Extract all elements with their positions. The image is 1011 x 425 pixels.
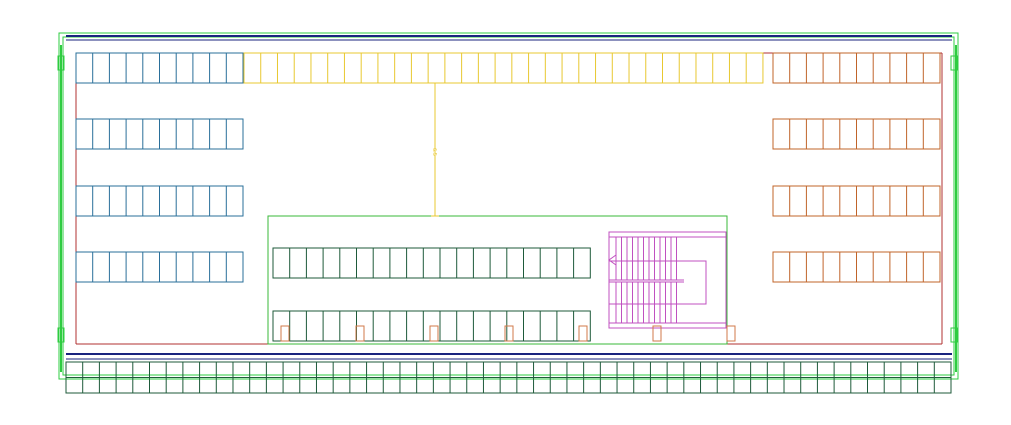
right-row-2: [772, 118, 941, 150]
right-parking-rows: [772, 52, 941, 283]
center-island: [267, 215, 728, 345]
outer-wall-inner: [62, 36, 955, 376]
wall-notch: [57, 55, 65, 71]
right-row-4: [772, 251, 941, 283]
wall-notch: [57, 327, 65, 343]
right-row-3: [772, 185, 941, 217]
center-island-outline: [267, 215, 728, 345]
column-marker-5: [578, 325, 588, 342]
top-center-stall-row: [243, 52, 764, 84]
top-center-stall-row-outline: [243, 52, 764, 84]
column-markers: [280, 325, 736, 342]
left-row-4: [75, 251, 244, 283]
dimension-label: 6.5: [431, 148, 437, 156]
outer-wall: [57, 32, 959, 380]
column-marker-4: [504, 325, 514, 342]
stairwell: [608, 231, 727, 329]
wall-notch: [950, 327, 958, 343]
parking-boundary: [75, 52, 943, 345]
right-row-1: [772, 52, 941, 84]
column-marker-1: [280, 325, 290, 342]
left-row-2: [75, 118, 244, 150]
left-row-3: [75, 185, 244, 217]
outer-wall-outer: [58, 32, 959, 380]
dimension-line: 6.5: [431, 83, 439, 217]
column-marker-2: [355, 325, 365, 342]
left-row-1: [75, 52, 244, 84]
wall-notch: [950, 55, 958, 71]
column-marker-6: [652, 325, 662, 342]
left-parking-rows: [75, 52, 244, 283]
column-marker-3: [429, 325, 439, 342]
center-row-1: [272, 247, 591, 279]
center-parking-rows: [272, 247, 591, 342]
stair-arrow: [608, 254, 617, 266]
column-marker-7: [726, 325, 736, 342]
center-row-1-outline: [272, 247, 591, 279]
top-center-row: [243, 52, 764, 84]
bottom-strip: [65, 361, 952, 394]
